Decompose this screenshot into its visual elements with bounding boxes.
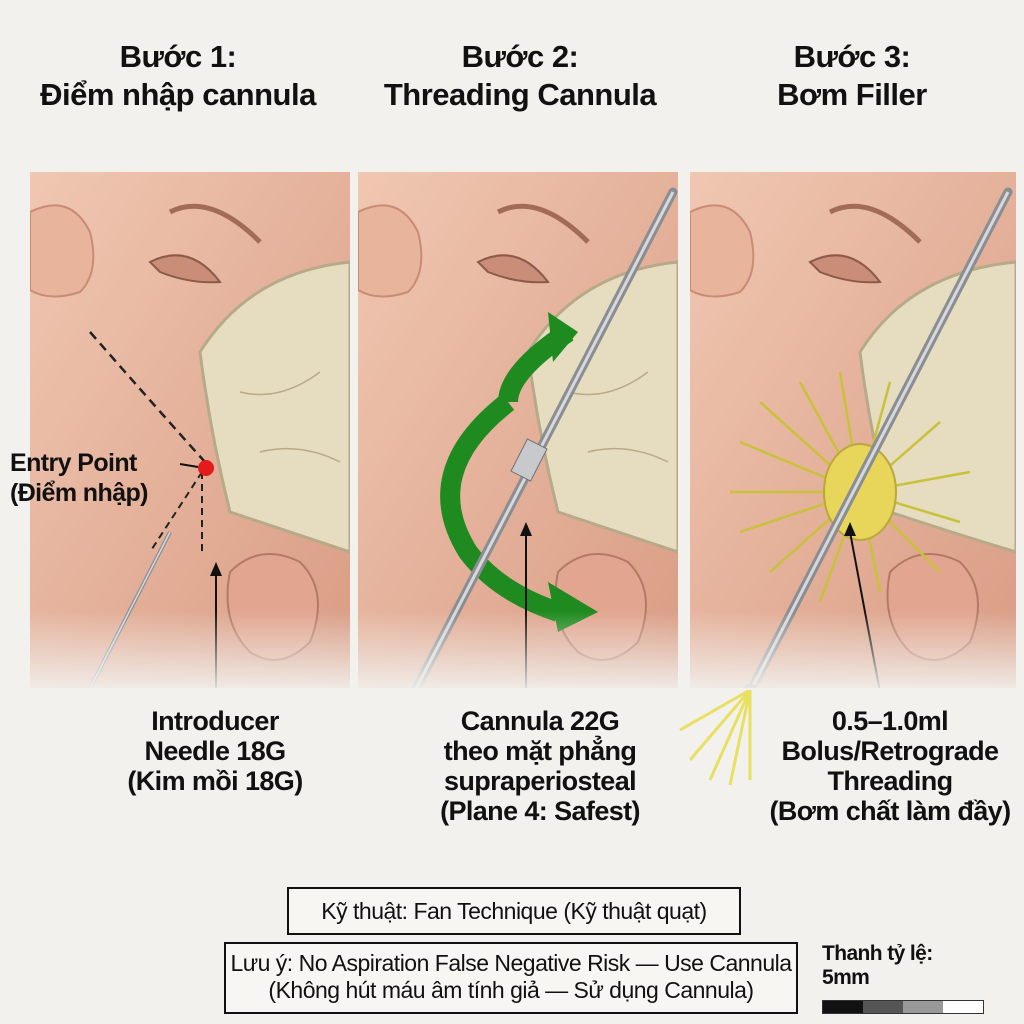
needle-label-line-2: Needle 18G [144, 736, 286, 766]
step-2-illustration [358, 172, 678, 688]
step-2-name: Threading Cannula [383, 77, 657, 112]
bolus-label-line-4: (Bơm chất làm đầy) [769, 796, 1012, 826]
scale-bar [822, 1000, 984, 1014]
cannula-label: Cannula 22G theo mặt phẳng supraperioste… [420, 706, 660, 826]
cannula-label-line-3: supraperiosteal [443, 766, 637, 796]
bolus-label: 0.5–1.0ml Bolus/Retrograde Threading (Bơ… [760, 706, 1020, 826]
step-1-name: Điểm nhập cannula [40, 77, 316, 112]
step-1-title: Bước 1: Điểm nhập cannula [8, 38, 348, 114]
step-1-number: Bước 1: [119, 39, 237, 74]
step-3-title: Bước 3: Bơm Filler [682, 38, 1022, 114]
entry-point-vi: (Điểm nhập) [10, 479, 148, 507]
cannula-label-line-1: Cannula 22G [460, 706, 620, 736]
step-3-name: Bơm Filler [777, 77, 927, 112]
step-3-illustration [690, 172, 1016, 688]
step-2-number: Bước 2: [461, 39, 579, 74]
scale-bar-label: Thanh tỷ lệ: 5mm [822, 942, 933, 989]
cannula-label-line-2: theo mặt phẳng [443, 736, 637, 766]
needle-label-line-3: (Kim mồi 18G) [127, 766, 303, 796]
note-line-1: Lưu ý: No Aspiration False Negative Risk… [230, 950, 792, 976]
spray-arrows [679, 690, 752, 786]
note-line-2: (Không hút máu âm tính giả — Sử dụng Can… [268, 977, 754, 1003]
step-1-illustration [30, 172, 350, 688]
scale-bar-group: Thanh tỷ lệ: 5mm [822, 942, 984, 1014]
cannula-label-line-4: (Plane 4: Safest) [440, 796, 640, 826]
bolus-label-line-3: Threading [827, 766, 953, 796]
entry-point-label: Entry Point (Điểm nhập) [10, 448, 170, 508]
technique-box: Kỹ thuật: Fan Technique (Kỹ thuật quạt) [287, 887, 741, 935]
note-box: Lưu ý: No Aspiration False Negative Risk… [224, 942, 798, 1014]
step-3-number: Bước 3: [793, 39, 911, 74]
needle-label-line-1: Introducer [151, 706, 279, 736]
introducer-needle-label: Introducer Needle 18G (Kim mồi 18G) [110, 706, 320, 796]
bolus-label-line-2: Bolus/Retrograde [781, 736, 1000, 766]
entry-point-en: Entry Point [10, 449, 137, 477]
step-2-title: Bước 2: Threading Cannula [350, 38, 690, 114]
bolus-label-line-1: 0.5–1.0ml [831, 706, 949, 736]
